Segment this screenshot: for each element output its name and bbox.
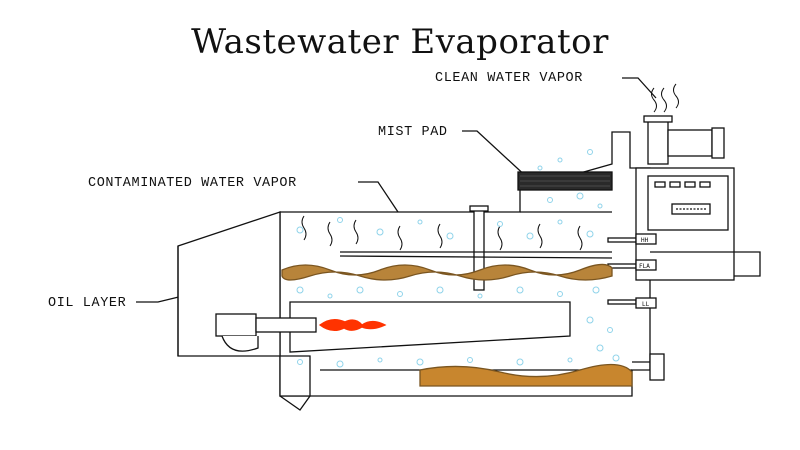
label-oil-layer: OIL LAYER: [48, 296, 127, 311]
bubbles: [296, 149, 620, 368]
diagram-title: Wastewater Evaporator: [191, 22, 609, 62]
vapor-squiggles: [301, 83, 679, 251]
tag-ll: LL: [642, 301, 650, 308]
oil-layer: [281, 263, 613, 281]
burner-flame: [318, 318, 387, 332]
control-button: [684, 181, 696, 188]
leader-contaminated-vapor: [358, 181, 399, 213]
fire-tube: [289, 301, 571, 353]
label-contaminated-water-vapor: CONTAMINATED WATER VAPOR: [88, 176, 297, 191]
control-button: [654, 181, 666, 188]
tag-fla: FLA: [639, 263, 650, 270]
leader-clean-vapor: [622, 77, 657, 99]
sensor-ll: [607, 299, 637, 305]
control-button: [669, 181, 681, 188]
support-leg: [279, 395, 311, 411]
tag-hh: HH: [641, 237, 649, 244]
label-clean-water-vapor: CLEAN WATER VAPOR: [435, 71, 583, 86]
burner-housing: [215, 313, 257, 337]
label-mist-pad: MIST PAD: [378, 125, 448, 140]
control-base: [650, 251, 761, 277]
leader-mist-pad: [462, 130, 531, 181]
control-button: [699, 181, 711, 188]
sensor-hh: [607, 237, 637, 243]
exhaust-stack: [647, 119, 669, 165]
drain-outlet: [649, 353, 665, 381]
sludge-layer: [419, 363, 633, 387]
